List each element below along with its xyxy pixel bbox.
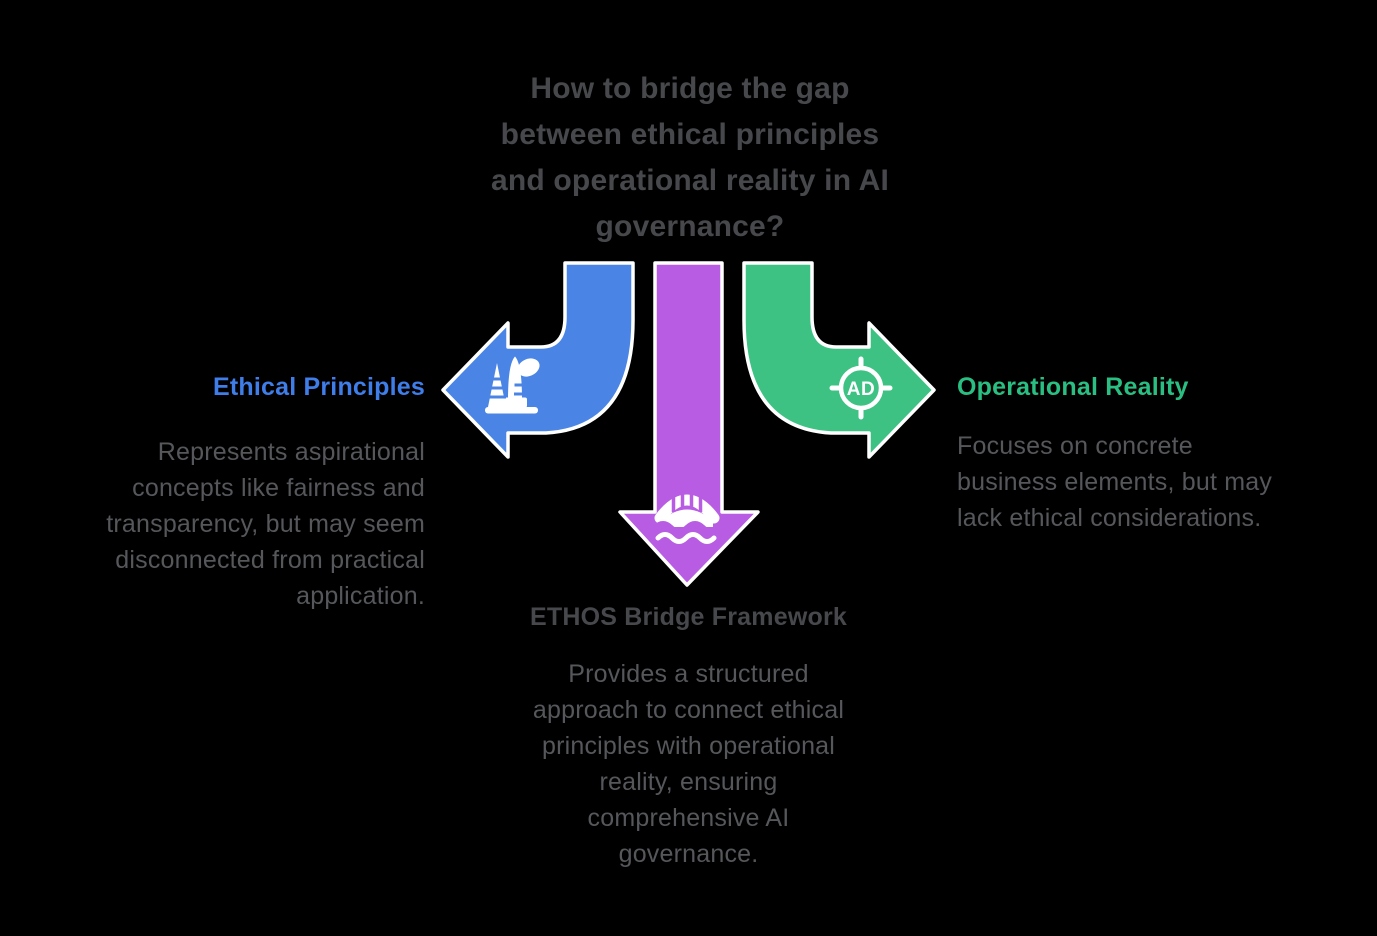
tower-stripes	[488, 377, 524, 399]
bridge-icon	[652, 487, 722, 544]
question-title: How to bridge the gap between ethical pr…	[490, 72, 890, 243]
left-node-label: Ethical Principles	[212, 373, 425, 401]
down-arrow	[618, 261, 760, 587]
right-curved-arrow	[742, 261, 936, 459]
right-node: Operational Reality Focuses on concrete …	[957, 372, 1347, 536]
landmark-towers-icon	[485, 356, 540, 414]
bottom-node: ETHOS Bridge Framework Provides a struct…	[458, 602, 919, 872]
left-node: Ethical Principles Represents aspiration…	[35, 372, 425, 614]
ad-target-text: AD	[847, 379, 875, 400]
arrows-graphic: AD	[441, 261, 936, 587]
bottom-node-description: Provides a structured approach to connec…	[532, 660, 845, 868]
bridge-arch-slots	[671, 487, 703, 512]
right-node-description: Focuses on concrete business elements, b…	[957, 432, 1273, 532]
ad-target-icon: AD	[829, 356, 893, 420]
right-node-label: Operational Reality	[957, 373, 1189, 401]
left-curved-arrow	[441, 261, 635, 459]
bridge-water-bite	[652, 521, 722, 535]
bottom-node-label: ETHOS Bridge Framework	[530, 603, 847, 631]
left-node-description: Represents aspirational concepts like fa…	[106, 438, 425, 610]
